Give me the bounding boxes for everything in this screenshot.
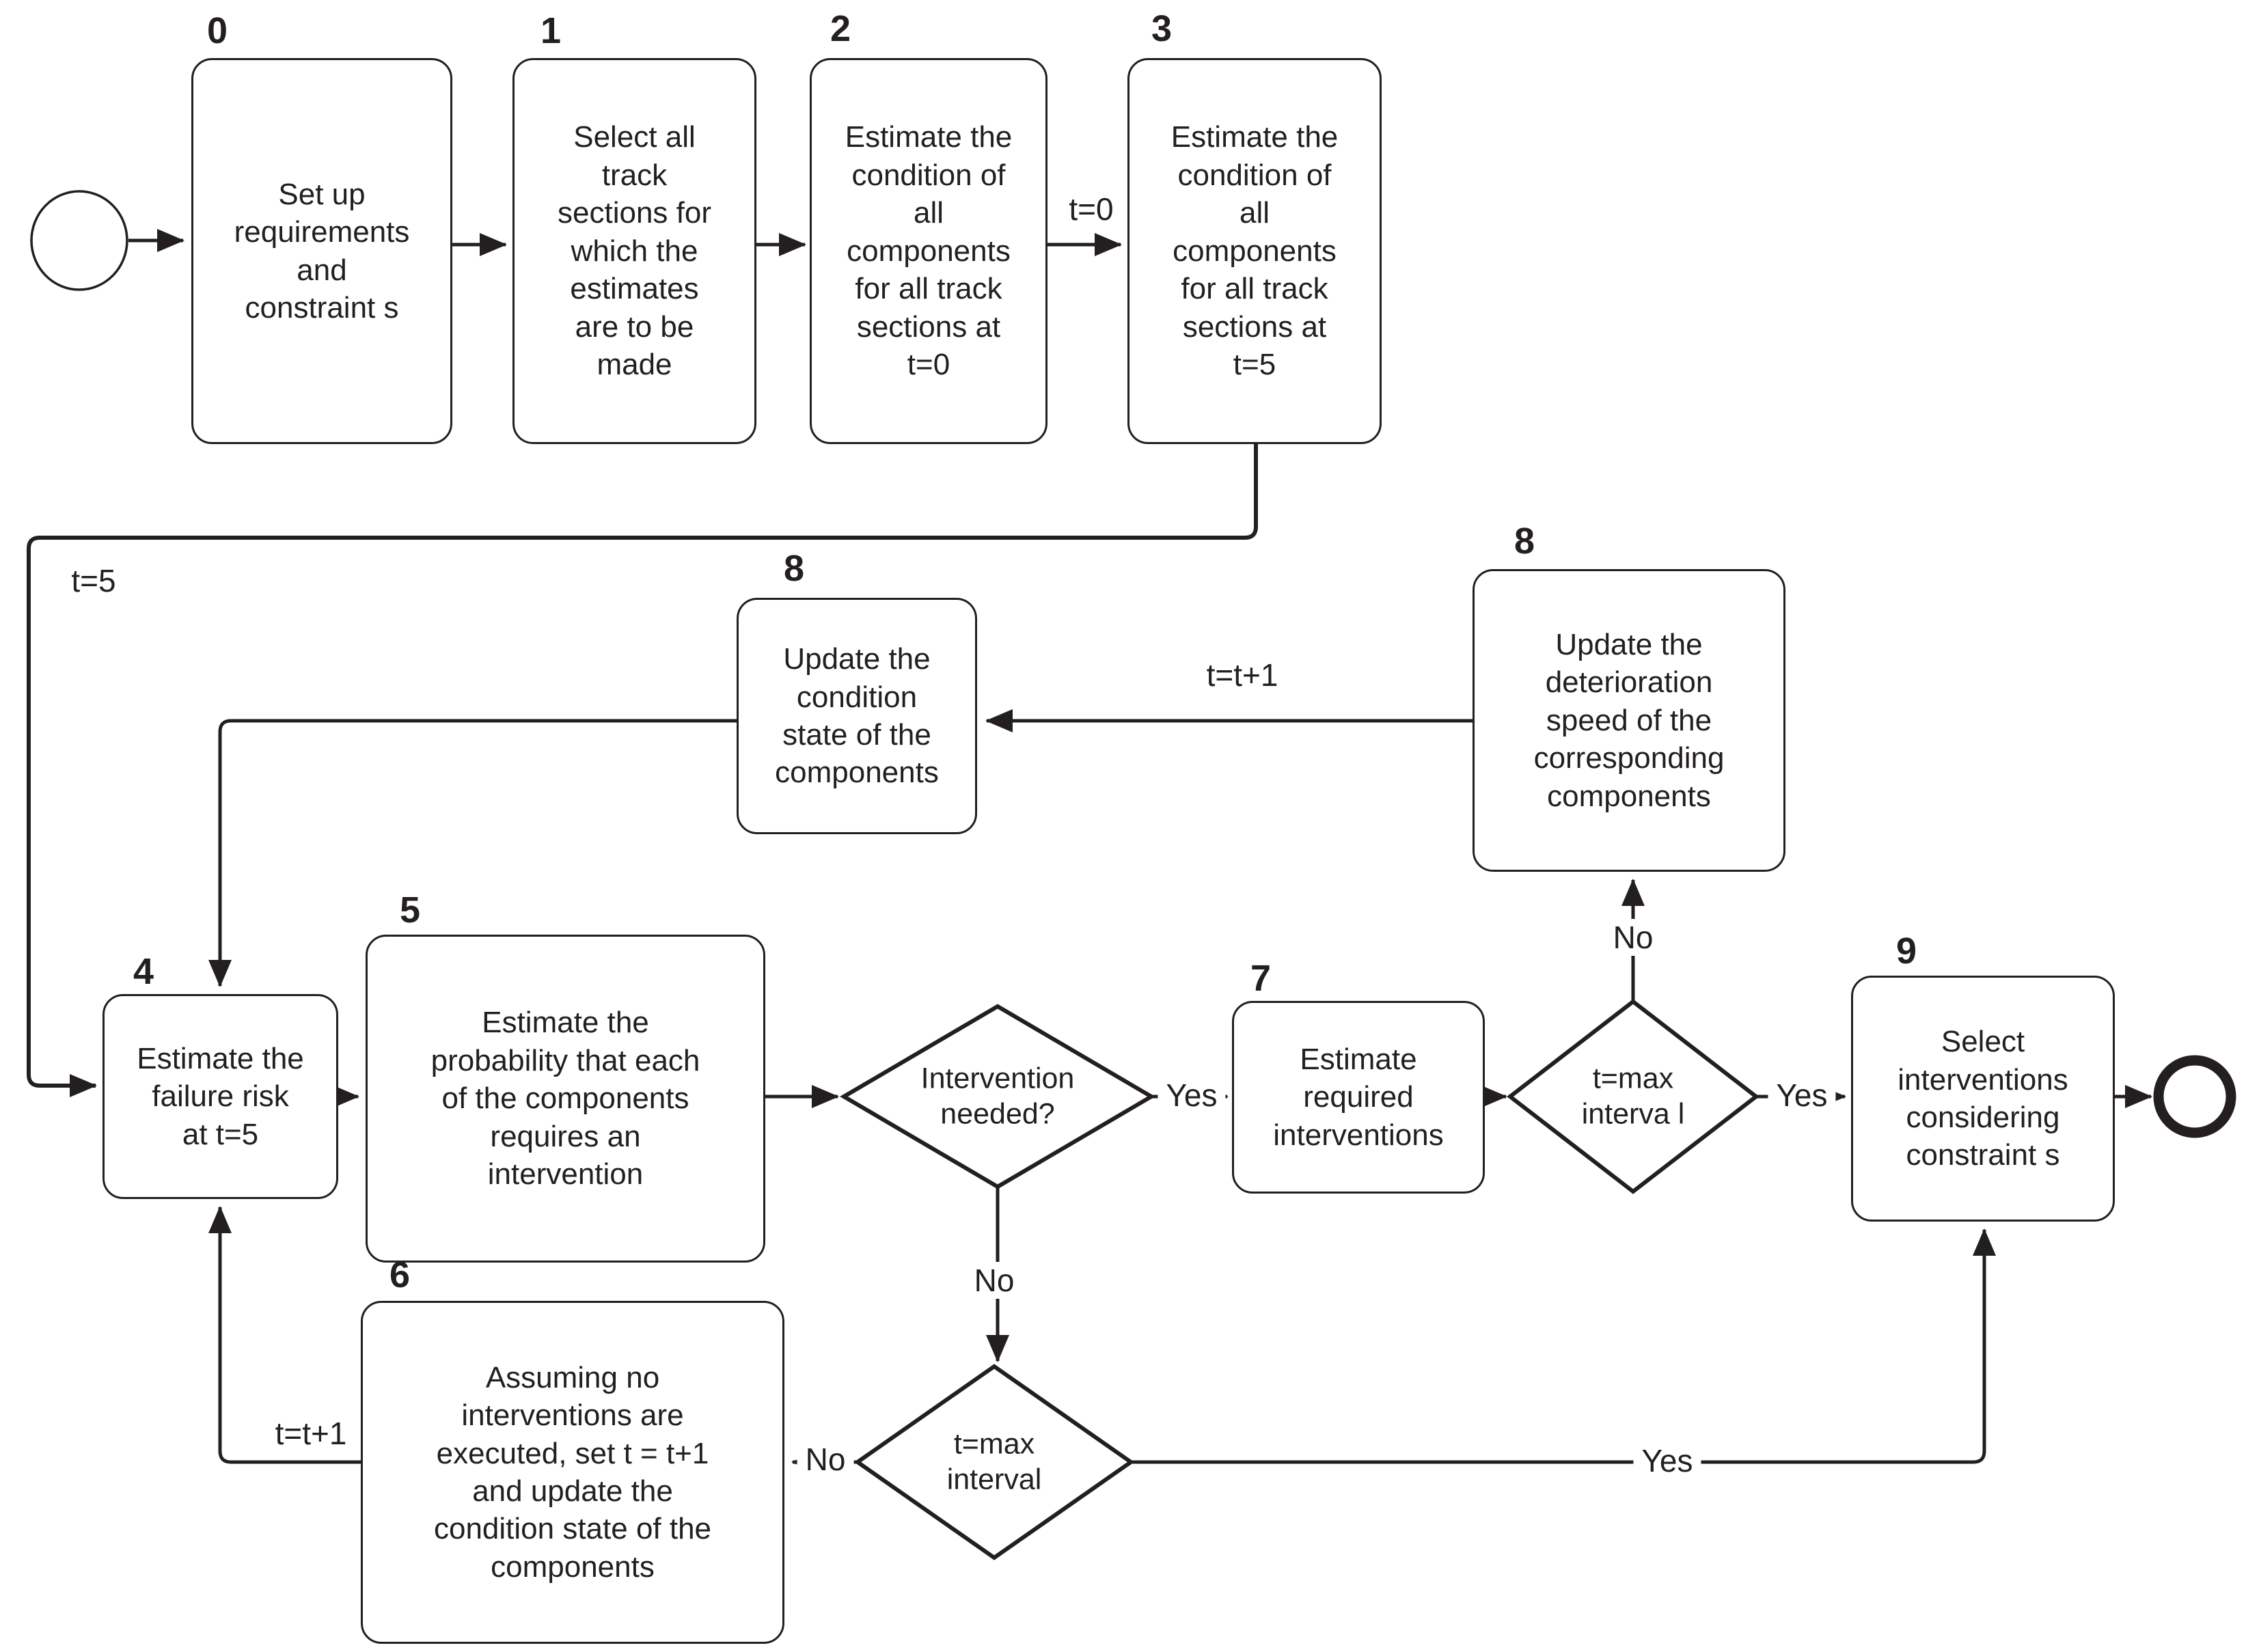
- step-number-0: 0: [206, 10, 228, 51]
- edge-label-t-plus-1-top: t=t+1: [1206, 657, 1278, 693]
- edge-box8l-to-box4: [208, 719, 737, 987]
- start-node: [30, 190, 128, 291]
- process-box-8-right: Update the deterioration speed of the co…: [1473, 569, 1785, 872]
- edge-label-no-intervention: No: [965, 1262, 1023, 1299]
- decision-t-max-interval-right-label: t=max interva l: [1581, 1062, 1685, 1131]
- process-box-5: Estimate the probability that each of th…: [366, 935, 765, 1263]
- edge-label-t5: t=5: [71, 563, 116, 598]
- process-box-0: Set up requirements and constraint s: [191, 58, 452, 444]
- step-number-8-left: 8: [783, 548, 805, 589]
- step-number-5: 5: [399, 890, 421, 931]
- process-box-8-left-label: Update the condition state of the compon…: [775, 642, 939, 790]
- step-number-4: 4: [133, 951, 154, 992]
- process-box-4: Estimate the failure risk at t=5: [102, 994, 338, 1199]
- end-node: [2153, 1055, 2236, 1138]
- step-number-3: 3: [1151, 8, 1173, 49]
- process-box-5-label: Estimate the probability that each of th…: [430, 1006, 700, 1192]
- process-box-9: Select interventions considering constra…: [1851, 976, 2115, 1222]
- edge-label-t0: t=0: [1069, 191, 1114, 227]
- process-box-2: Estimate the condition of all components…: [810, 58, 1047, 444]
- step-number-2: 2: [830, 8, 851, 49]
- process-box-1: Select all track sections for which the …: [512, 58, 756, 444]
- decision-intervention-needed-label: Intervention needed?: [920, 1062, 1075, 1131]
- step-number-1: 1: [540, 10, 562, 51]
- edge-label-yes-intervention: Yes: [1158, 1077, 1226, 1114]
- process-box-2-label: Estimate the condition of all components…: [845, 120, 1013, 382]
- process-box-7-label: Estimate required interventions: [1273, 1042, 1444, 1152]
- edge-box6-to-box4-loop: [208, 1206, 361, 1464]
- edge-label-yes-max-interval-right: Yes: [1768, 1077, 1836, 1114]
- edge-decision3-yes-to-box9: [1131, 1228, 1996, 1464]
- process-box-8-right-label: Update the deterioration speed of the co…: [1533, 627, 1725, 813]
- process-box-4-label: Estimate the failure risk at t=5: [137, 1041, 304, 1151]
- process-box-6: Assuming no interventions are executed, …: [361, 1301, 784, 1644]
- edge-label-t-plus-1-bottom: t=t+1: [275, 1416, 347, 1451]
- edge-label-no-max-interval-right: No: [1604, 919, 1662, 956]
- process-box-0-label: Set up requirements and constraint s: [234, 177, 410, 325]
- process-box-9-label: Select interventions considering constra…: [1898, 1025, 2068, 1172]
- process-box-6-label: Assuming no interventions are executed, …: [433, 1360, 712, 1584]
- process-box-3-label: Estimate the condition of all components…: [1170, 120, 1339, 382]
- step-number-8-right: 8: [1514, 521, 1535, 562]
- edge-label-yes-max-interval-bottom: Yes: [1633, 1442, 1701, 1479]
- step-number-6: 6: [389, 1254, 411, 1295]
- process-box-7: Estimate required interventions: [1232, 1001, 1485, 1194]
- process-box-3: Estimate the condition of all components…: [1127, 58, 1382, 444]
- decision-t-max-interval-bottom-label: t=max interval: [946, 1427, 1042, 1496]
- step-number-9: 9: [1895, 931, 1917, 972]
- process-box-1-label: Select all track sections for which the …: [558, 120, 711, 382]
- edge-box3-to-box4-t5-loop: [27, 444, 1258, 1097]
- edge-label-no-max-interval-bottom: No: [797, 1441, 854, 1478]
- step-number-7: 7: [1250, 958, 1272, 999]
- process-box-8-left: Update the condition state of the compon…: [737, 598, 977, 834]
